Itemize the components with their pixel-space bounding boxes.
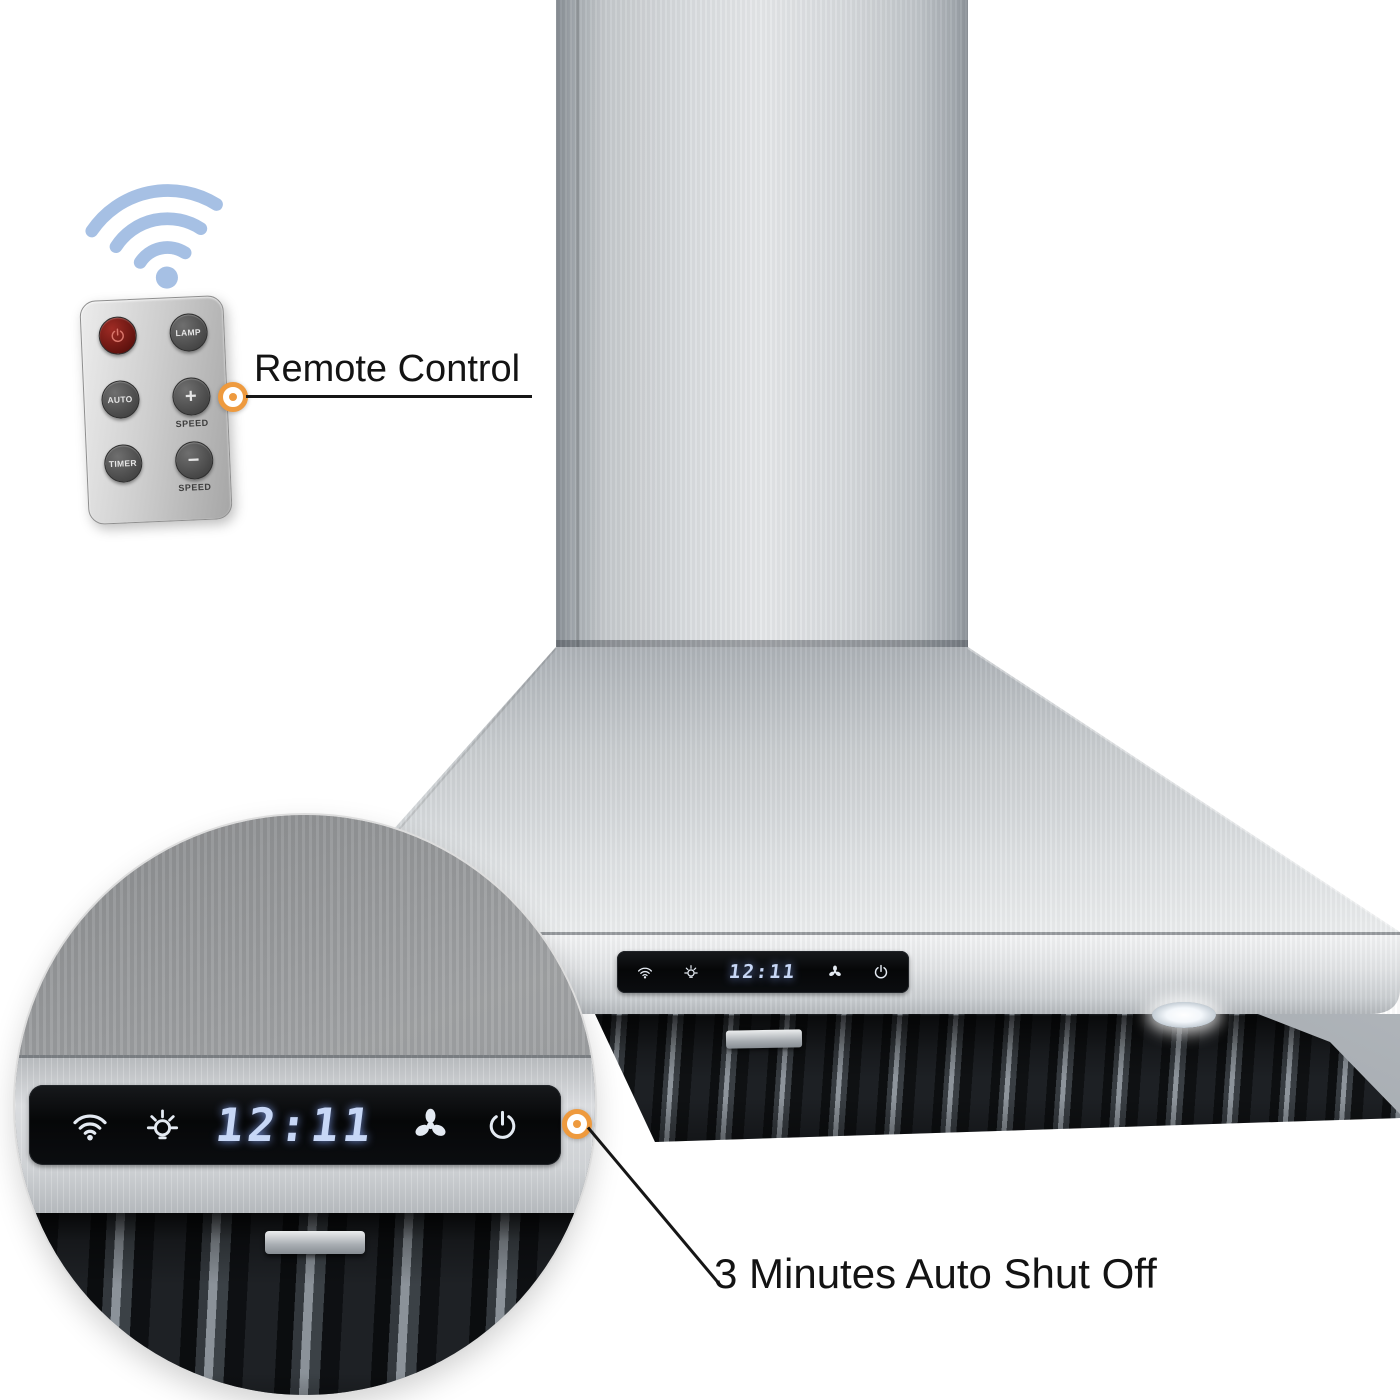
band-top-edge — [302, 932, 1400, 935]
wifi-icon — [637, 964, 653, 980]
callout-marker-remote — [218, 382, 248, 412]
light-icon — [683, 964, 699, 980]
wifi-signal-icon — [85, 184, 223, 289]
filter-latch — [725, 1029, 803, 1049]
chimney-seam — [576, 0, 579, 647]
remote-power-button — [97, 315, 138, 356]
speed-label: SPEED — [178, 481, 212, 494]
light-icon — [144, 1107, 181, 1144]
power-icon — [486, 1109, 519, 1142]
chimney-duct — [556, 0, 968, 647]
zoom-inset-circle: 12:11 — [15, 815, 595, 1395]
control-panel-zoom: 12:11 — [29, 1085, 561, 1165]
inset-filter-latch — [265, 1231, 365, 1254]
chimney-base-shadow — [556, 640, 968, 647]
control-panel: 12:11 — [617, 951, 909, 993]
speed-label: SPEED — [175, 417, 209, 430]
clock-display: 12:11 — [728, 961, 798, 983]
clock-display: 12:11 — [212, 1098, 379, 1152]
fan-icon — [827, 964, 843, 980]
remote-speed-down-button: − — [173, 440, 214, 481]
callout-marker-shutoff — [562, 1109, 592, 1139]
remote-control: LAMP AUTO + SPEED TIMER − SPEED — [79, 294, 233, 526]
right-crease — [967, 647, 1397, 931]
auto-shutoff-label: 3 Minutes Auto Shut Off — [714, 1250, 1157, 1297]
hood-light — [1152, 1002, 1216, 1028]
wifi-icon — [71, 1106, 109, 1144]
remote-button-grid: LAMP AUTO + SPEED TIMER − SPEED — [81, 312, 231, 504]
remote-timer-button: TIMER — [102, 443, 143, 484]
remote-auto-button: AUTO — [100, 379, 140, 420]
power-icon — [109, 327, 126, 344]
remote-speed-up-button: + — [171, 376, 211, 417]
remote-lamp-button: LAMP — [168, 312, 208, 353]
remote-control-label: Remote Control — [254, 348, 521, 390]
fan-icon — [410, 1105, 451, 1146]
callout-line-remote — [246, 395, 532, 398]
power-icon — [873, 964, 889, 980]
